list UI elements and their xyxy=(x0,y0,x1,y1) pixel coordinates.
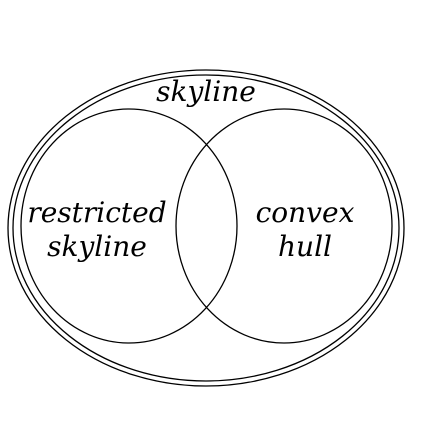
right-label-line1: convex xyxy=(256,196,355,229)
outer-label: skyline xyxy=(156,75,256,108)
outer-ellipse-outer xyxy=(7,69,405,387)
left-label-line2: skyline xyxy=(47,230,147,263)
right-circle xyxy=(175,108,393,344)
outer-ellipse-inner xyxy=(12,74,400,382)
right-label-line2: hull xyxy=(278,230,332,263)
left-circle xyxy=(20,108,238,344)
left-label-line1: restricted xyxy=(27,196,166,229)
